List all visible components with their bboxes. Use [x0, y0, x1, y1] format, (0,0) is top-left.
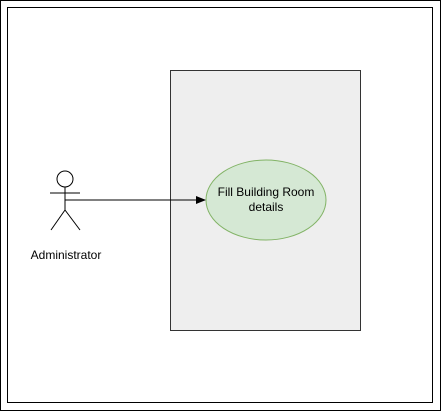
inner-frame: [7, 7, 433, 403]
actor-head: [56, 170, 74, 188]
actor-left-leg: [50, 209, 66, 231]
actor-label: Administrator: [30, 248, 102, 262]
use-case-label: Fill Building Room details: [217, 185, 315, 214]
stick-figure-icon[interactable]: [50, 170, 81, 231]
use-case-ellipse[interactable]: [205, 159, 327, 241]
actor-right-leg: [64, 209, 81, 231]
